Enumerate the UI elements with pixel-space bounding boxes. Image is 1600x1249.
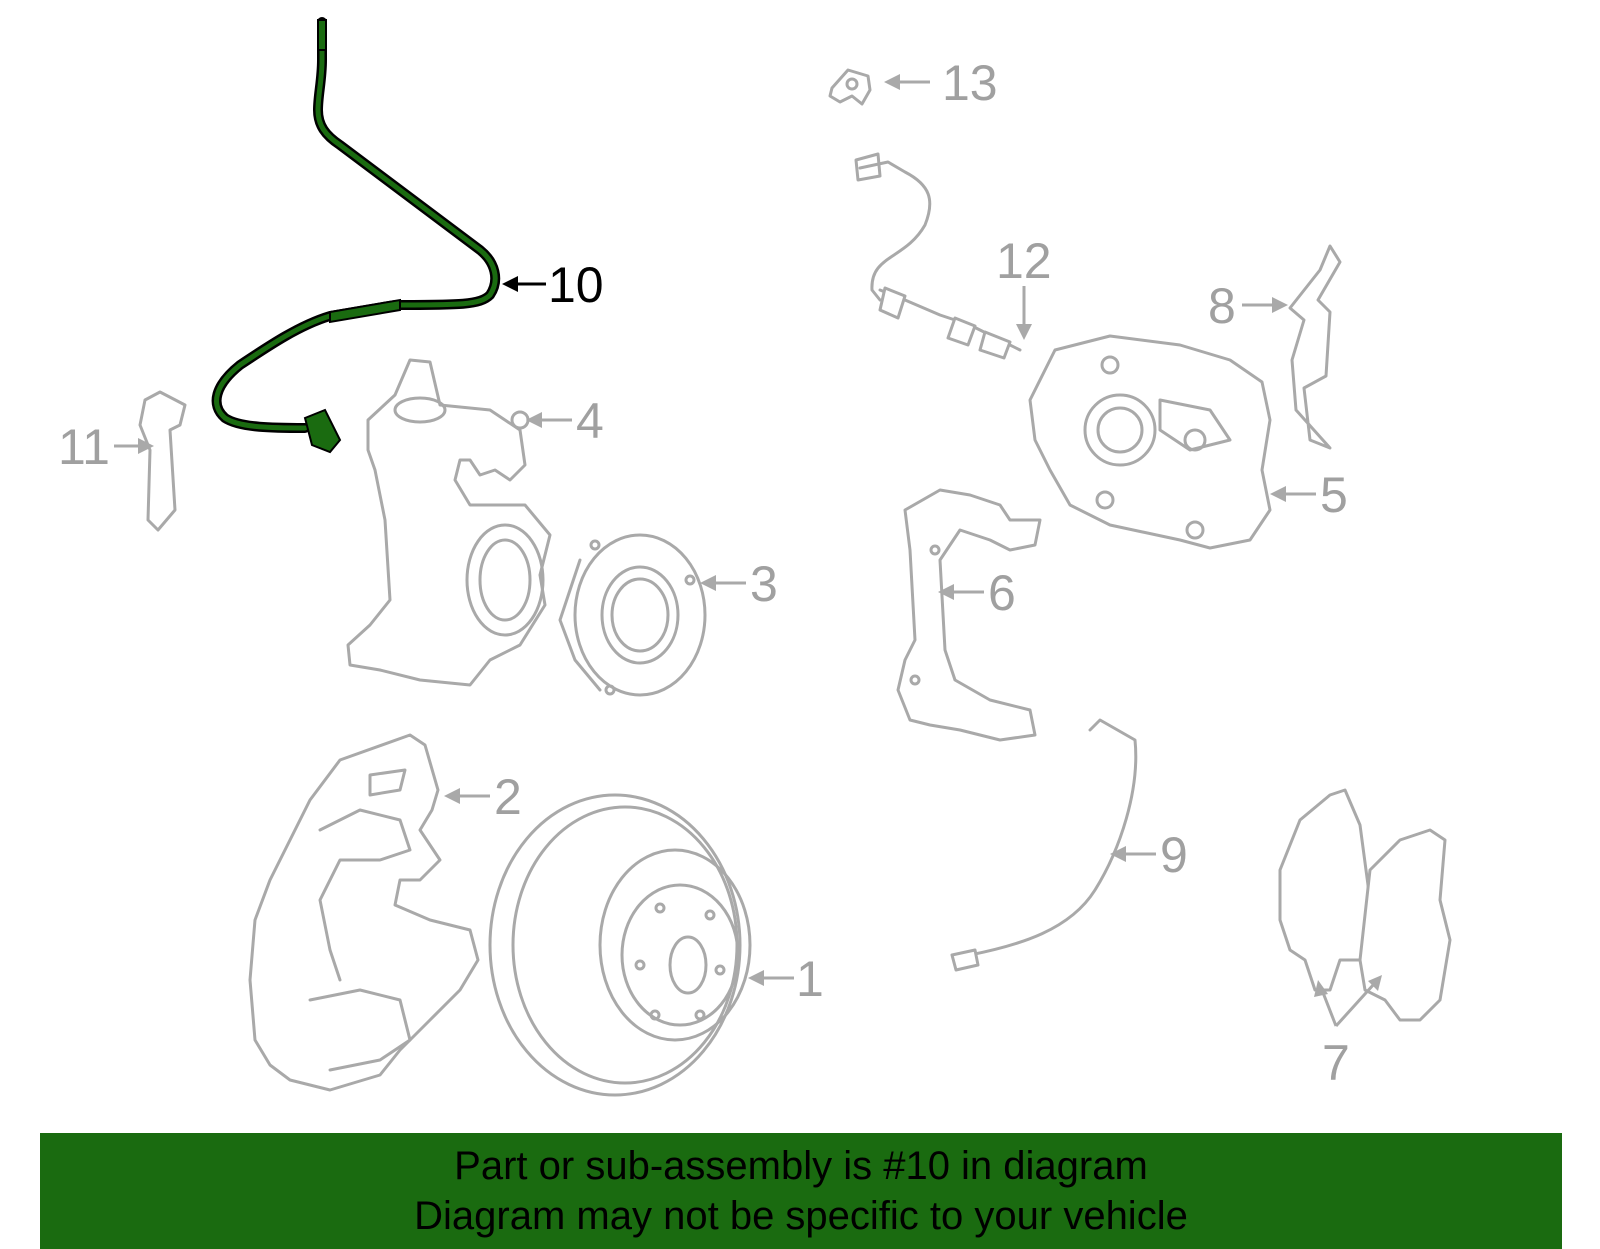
callout-label: 3 [750, 556, 778, 612]
callout-label: 11 [58, 419, 110, 475]
callout-9: 9 [1110, 827, 1188, 883]
callout-label: 2 [494, 769, 522, 825]
callout-label: 10 [548, 257, 604, 313]
part-4-steering-knuckle[interactable] [346, 358, 552, 687]
banner-line-disclaimer: Diagram may not be specific to your vehi… [414, 1194, 1188, 1238]
callout-label: 6 [988, 565, 1016, 621]
part-12-brake-hose[interactable] [854, 152, 1022, 360]
callout-13: 13 [884, 55, 998, 111]
callout-12: 12 [996, 233, 1052, 340]
callout-label: 1 [796, 951, 824, 1007]
part-13-clip[interactable] [828, 68, 872, 106]
callout-label: 4 [576, 393, 604, 449]
callout-5: 5 [1270, 467, 1348, 523]
callout-6: 6 [938, 565, 1016, 621]
callout-label: 7 [1322, 1035, 1350, 1091]
part-9-wear-sensor[interactable] [950, 718, 1138, 972]
callout-2: 2 [444, 769, 522, 825]
callout-label: 12 [996, 233, 1052, 289]
callout-label: 5 [1320, 467, 1348, 523]
callout-4: 4 [526, 393, 604, 449]
part-6-caliper-bracket[interactable] [896, 488, 1042, 742]
callout-11: 11 [58, 419, 154, 475]
part-1-brake-rotor[interactable] [488, 793, 752, 1097]
info-banner: Part or sub-assembly is #10 in diagram D… [40, 1133, 1562, 1249]
part-3-wheel-hub[interactable] [558, 533, 707, 697]
callout-1: 1 [748, 951, 824, 1007]
part-10-abs-sensor[interactable] [211, 17, 501, 454]
part-5-caliper[interactable] [1028, 334, 1272, 550]
callout-10: 10 [502, 257, 604, 313]
callout-3: 3 [700, 556, 778, 612]
part-11-sensor-bracket[interactable] [138, 390, 187, 532]
banner-line-part: Part or sub-assembly is #10 in diagram [454, 1144, 1148, 1188]
part-8-spring-clip[interactable] [1288, 244, 1342, 450]
callout-7: 7 [1314, 975, 1382, 1091]
callout-label: 8 [1208, 278, 1236, 334]
part-7-brake-pads[interactable] [1278, 788, 1452, 1022]
callout-8: 8 [1208, 278, 1288, 334]
callout-label: 9 [1160, 827, 1188, 883]
callout-label: 13 [942, 55, 998, 111]
part-2-dust-shield[interactable] [248, 733, 480, 1092]
